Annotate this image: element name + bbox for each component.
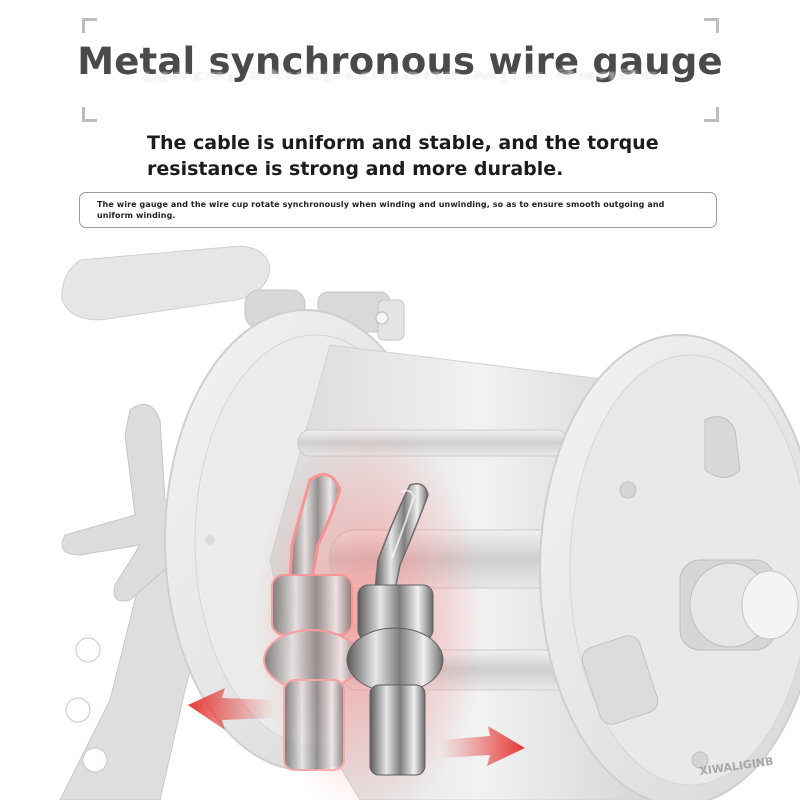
handle-knob	[61, 245, 306, 329]
wire-guide	[346, 483, 444, 776]
frame-corner-top-right	[704, 18, 719, 33]
left-arrow-icon	[188, 688, 275, 730]
wire-guide-ghost	[263, 472, 361, 771]
right-side-plate: XIWALIGINB	[539, 334, 800, 800]
frame-corner-top-left	[82, 18, 97, 33]
description-text: The wire gauge and the wire cup rotate s…	[97, 200, 665, 220]
subtitle: The cable is uniform and stable, and the…	[147, 132, 659, 180]
reel-illustration: XIWALIGINB	[59, 245, 800, 800]
frame-corner-bottom-left	[82, 107, 97, 122]
title-reflection: Metal synchronous wire gauge	[140, 68, 660, 84]
frame-corner-bottom-right	[704, 107, 719, 122]
description-box: The wire gauge and the wire cup rotate s…	[79, 192, 717, 228]
right-arrow-icon	[440, 726, 525, 766]
page-title: Metal synchronous wire gauge	[77, 40, 723, 83]
